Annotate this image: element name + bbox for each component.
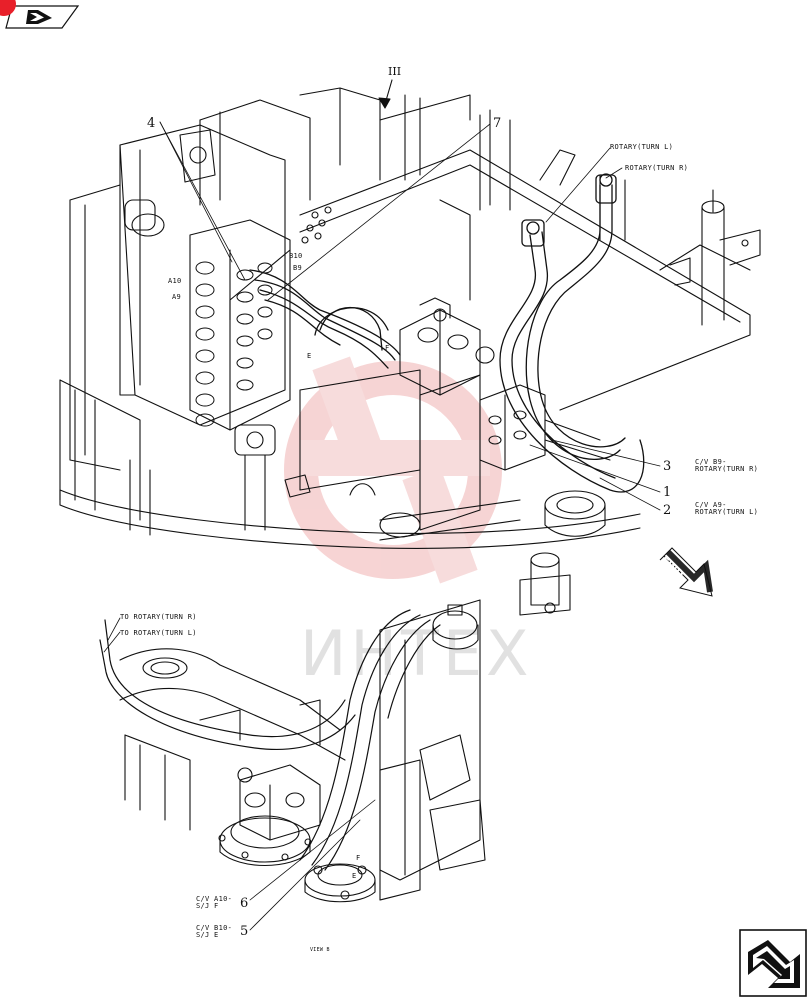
watermark-logo — [284, 356, 502, 584]
view-arrow — [378, 79, 393, 109]
label-cv-a10-line1: C/V A10- — [196, 895, 232, 903]
watermark-text: ИНТЕХ — [300, 617, 533, 690]
watermark: ИНТЕХ — [284, 356, 533, 690]
valve-spool-stack — [189, 219, 291, 531]
callout-6: 6 — [240, 896, 248, 911]
label-cv-b9-line1: C/V B9- — [695, 458, 727, 466]
rotary-joint-base — [299, 369, 606, 541]
callout-3: 3 — [663, 459, 671, 474]
callout-2: 2 — [663, 503, 671, 518]
label-cv-a10-line2: S/J F — [196, 902, 219, 910]
label-cv-a9-line2: ROTARY(TURN L) — [695, 508, 758, 516]
callout-7: 7 — [493, 116, 501, 131]
rotary-hose-right — [525, 173, 626, 461]
label-lower-f: F — [356, 854, 361, 862]
hose-bundle — [249, 269, 401, 369]
view-b-swing-motor — [218, 764, 321, 866]
leader-lines — [103, 121, 661, 931]
label-view-b: VIEW B — [310, 947, 330, 953]
diagram-labels: ROTARY(TURN L) ROTARY(TURN R) A10 A9 B10… — [120, 143, 758, 953]
view-b-swivel-joint — [304, 604, 479, 903]
label-port-f: F — [385, 344, 390, 352]
label-port-e: E — [307, 352, 312, 360]
bracket-bolts — [284, 206, 376, 498]
label-lower-e: E — [352, 872, 357, 880]
view-b-frame — [119, 599, 486, 901]
next-page-arrow-icon — [748, 940, 800, 988]
label-cv-a9-line1: C/V A9- — [695, 501, 727, 509]
label-rotary-turn-r: ROTARY(TURN R) — [625, 164, 688, 172]
bookmark-nav-button[interactable] — [0, 0, 80, 29]
next-page-button[interactable] — [739, 929, 807, 997]
rotary-hose-left — [499, 219, 645, 493]
label-port-b9: B9 — [293, 264, 302, 272]
label-to-rotary-r: TO ROTARY(TURN R) — [120, 613, 197, 621]
callout-4: 4 — [147, 116, 155, 131]
label-cv-b9-line2: ROTARY(TURN R) — [695, 465, 758, 473]
callout-numbers: 4 7 III 3 1 2 6 5 — [147, 65, 671, 939]
fwd-arrow: FWD — [658, 547, 713, 597]
label-port-a9: A9 — [172, 293, 181, 301]
label-cv-b10-line1: C/V B10- — [196, 924, 232, 932]
callout-1: 1 — [663, 485, 671, 500]
red-corner-badge — [0, 0, 16, 16]
label-rotary-turn-l: ROTARY(TURN L) — [610, 143, 673, 151]
control-valve-housing — [59, 124, 286, 536]
label-port-b10: B10 — [289, 252, 303, 260]
label-cv-b10-line2: S/J E — [196, 931, 219, 939]
bookmark-arrow-icon — [26, 10, 52, 24]
right-pillar — [669, 189, 761, 326]
label-to-rotary-l: TO ROTARY(TURN L) — [120, 629, 197, 637]
callout-5: 5 — [240, 924, 248, 939]
swing-post — [519, 552, 571, 616]
callout-view-arrow: III — [388, 65, 401, 78]
label-port-a10: A10 — [168, 277, 182, 285]
